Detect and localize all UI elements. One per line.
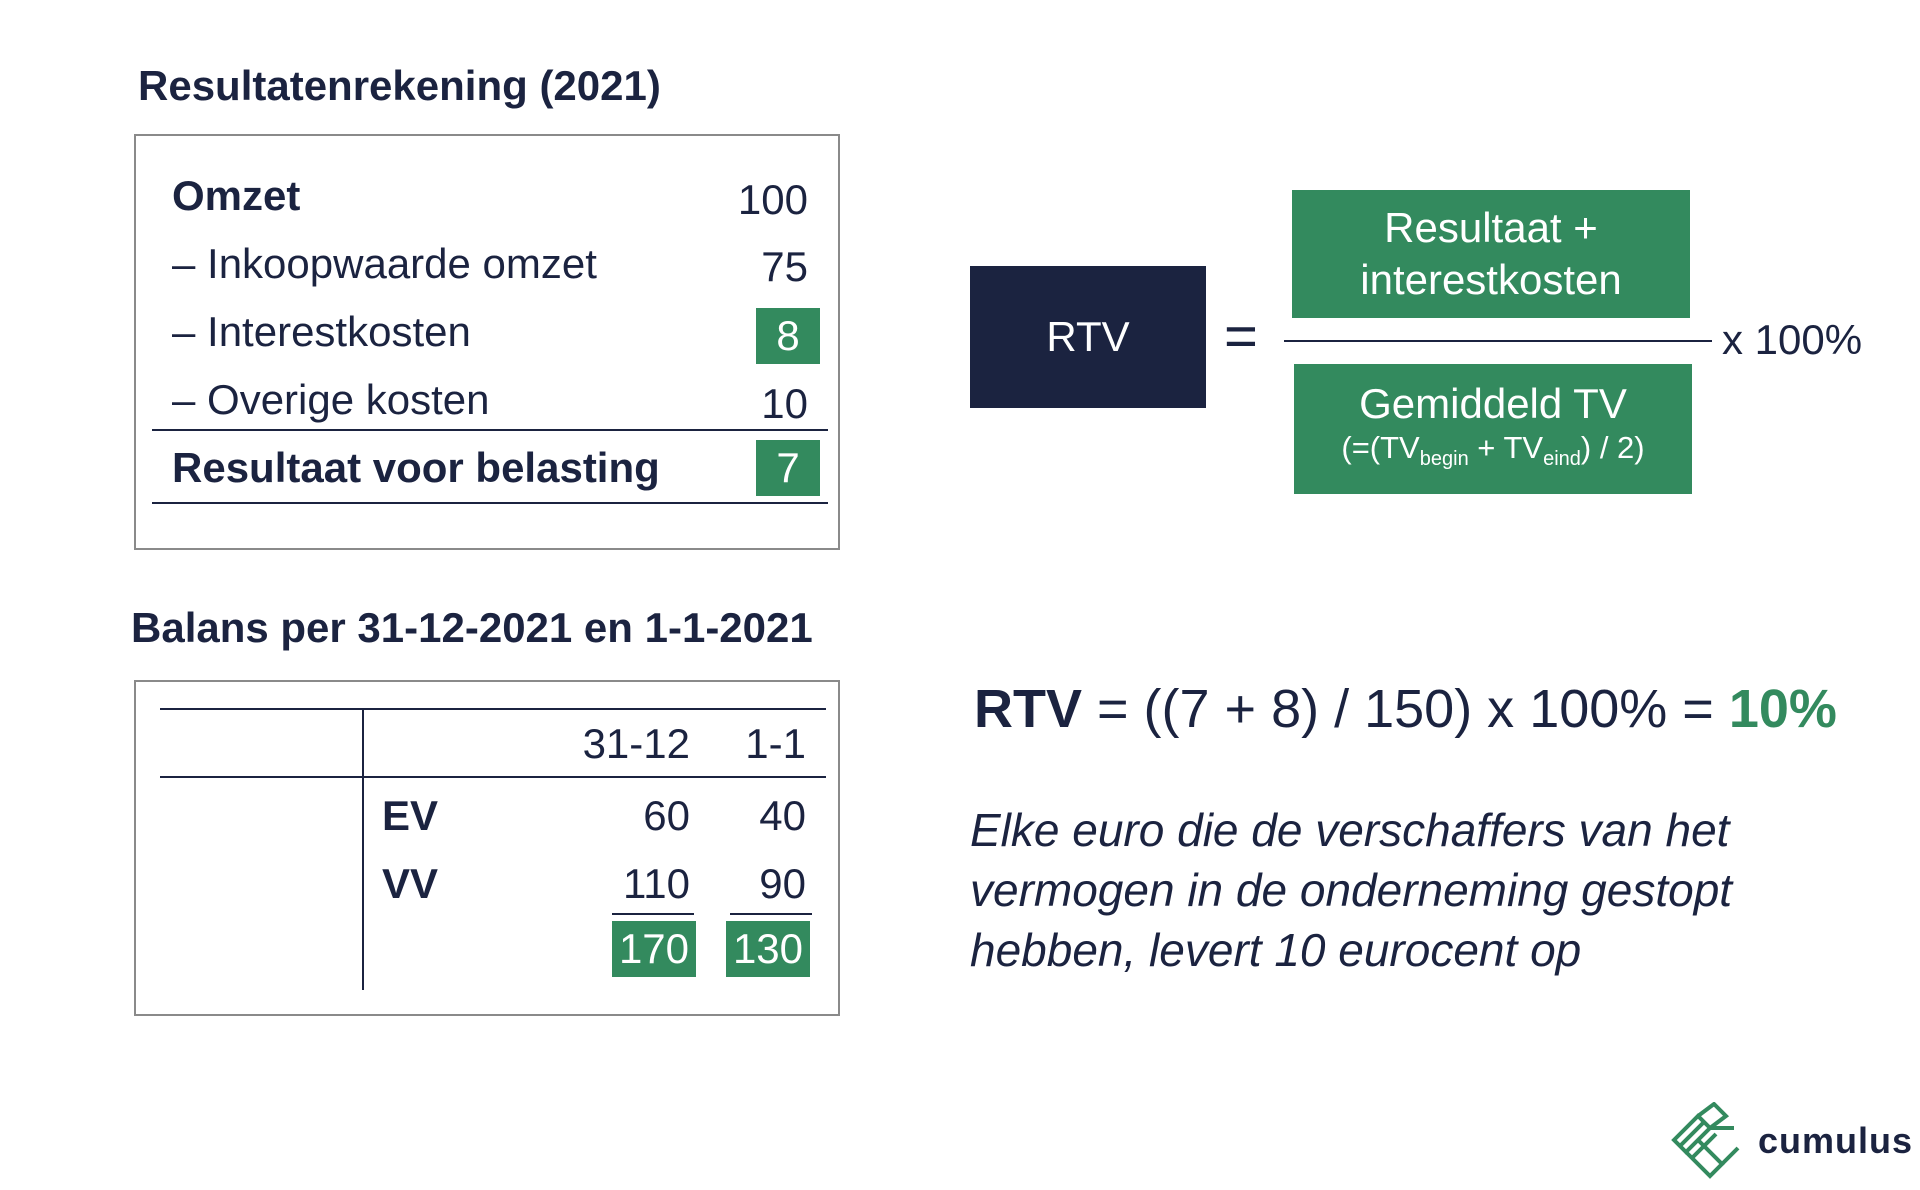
row-label-omzet: Omzet: [172, 172, 301, 219]
formula-numerator: Resultaat + interestkosten: [1292, 190, 1690, 318]
row-label-overige-kosten: – Overige kosten: [172, 376, 490, 423]
calculation-line: RTV = ((7 + 8) / 150) x 100% = 10%: [974, 678, 1837, 740]
balance-total-1-1: 130: [726, 921, 810, 977]
income-statement-box: [134, 134, 840, 550]
income-statement-title: Resultatenrekening (2021): [138, 62, 661, 109]
cumulus-logo-text: cumulus: [1758, 1120, 1914, 1161]
row-label-resultaat: Resultaat voor belasting: [172, 444, 660, 491]
cumulus-logo-icon: [1671, 1102, 1740, 1179]
denominator-line-1: Gemiddeld TV: [1359, 380, 1627, 428]
balance-vv-31-12: 110: [623, 860, 690, 907]
balance-col-header-31-12: 31-12: [582, 720, 690, 767]
explanation-line-3: hebben, levert 10 eurocent op: [970, 924, 1582, 976]
denominator-sub-begin: begin: [1419, 448, 1469, 471]
balance-label-vv: VV: [382, 860, 439, 907]
row-value-inkoopwaarde: 75: [761, 243, 808, 290]
denominator-line-2: (=(TVbegin + TVeind) / 2): [1341, 429, 1644, 478]
formula-multiplier: x 100%: [1722, 316, 1863, 363]
row-label-interestkosten: – Interestkosten: [172, 308, 471, 355]
balance-title: Balans per 31-12-2021 en 1-1-2021: [131, 604, 813, 651]
row-value-omzet: 100: [737, 176, 808, 223]
denominator-suffix: ) / 2): [1580, 430, 1645, 466]
denominator-prefix: (=(TV: [1341, 430, 1420, 466]
fraction-bar: [1284, 340, 1712, 342]
balance-box: [134, 680, 840, 1016]
explanation-line-2: vermogen in de onderneming gestopt: [970, 864, 1733, 916]
balance-ev-31-12: 60: [643, 792, 690, 839]
explanation-line-1: Elke euro die de verschaffers van het: [970, 804, 1730, 856]
calculation-expression: = ((7 + 8) / 150) x 100% =: [1082, 679, 1729, 739]
row-value-interestkosten: 8: [756, 308, 820, 364]
balance-top-line: [160, 708, 826, 710]
balance-ev-1-1: 40: [759, 792, 806, 839]
balance-label-ev: EV: [382, 792, 439, 839]
numerator-line-1: Resultaat +: [1384, 204, 1598, 251]
formula-denominator: Gemiddeld TV (=(TVbegin + TVeind) / 2): [1294, 364, 1692, 494]
row-value-resultaat: 7: [756, 440, 820, 496]
denominator-mid: + TV: [1468, 430, 1544, 466]
calculation-result: 10%: [1728, 679, 1837, 739]
denominator-sub-eind: eind: [1543, 448, 1581, 471]
row-label-inkoopwaarde: – Inkoopwaarde omzet: [172, 240, 597, 287]
calculation-label: RTV: [974, 679, 1082, 739]
subtotal-line: [152, 429, 828, 431]
balance-total-31-12: 170: [612, 921, 696, 977]
total-line: [152, 502, 828, 504]
row-value-overige-kosten: 10: [761, 380, 808, 427]
balance-divider: [362, 708, 364, 990]
formula-lhs-rtv: RTV: [970, 266, 1206, 408]
balance-header-line: [160, 776, 826, 778]
formula-equals-sign: =: [1224, 304, 1258, 369]
balance-sum-line-31-12: [612, 913, 694, 915]
balance-sum-line-1-1: [730, 913, 812, 915]
balance-vv-1-1: 90: [759, 860, 806, 907]
numerator-line-2: interestkosten: [1360, 256, 1622, 303]
balance-col-header-1-1: 1-1: [745, 720, 806, 767]
explanation-text: Elke euro die de verschaffers van het ve…: [970, 800, 1732, 980]
